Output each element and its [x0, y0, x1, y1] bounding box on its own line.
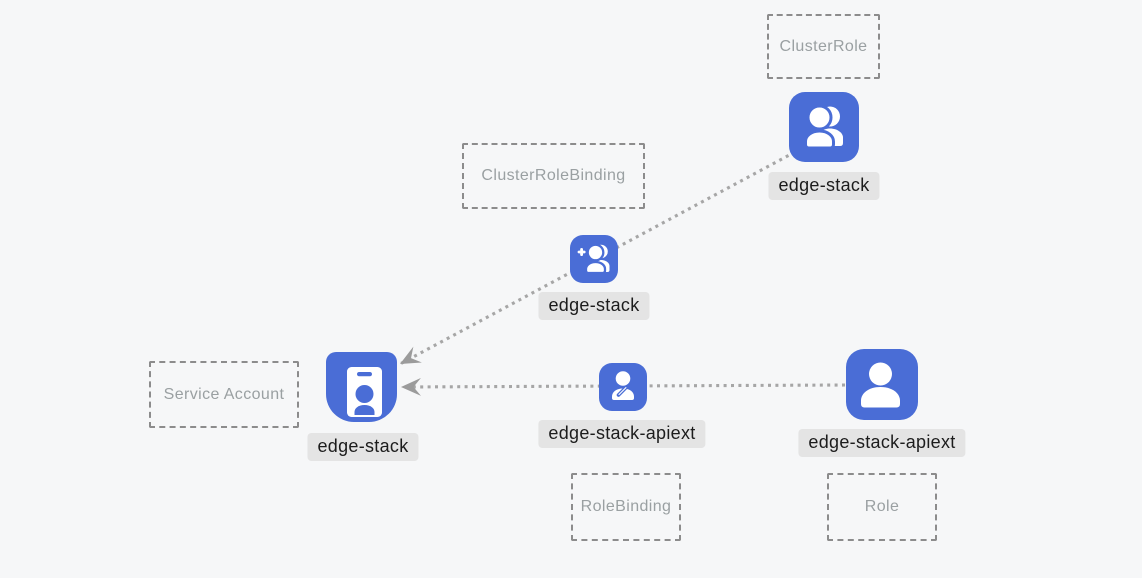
node-label-clusterrole: edge-stack: [768, 172, 880, 200]
node-clusterrolebinding-edge-stack[interactable]: [570, 235, 618, 283]
node-serviceaccount-edge-stack[interactable]: [326, 352, 397, 422]
node-role-edge-stack-apiext[interactable]: [846, 349, 918, 420]
type-box-rolebinding-label: RoleBinding: [580, 498, 672, 515]
type-box-role-label: Role: [864, 498, 900, 515]
user-icon: [861, 362, 900, 408]
type-box-clusterrole: ClusterRole: [767, 14, 880, 79]
node-label-rolebinding: edge-stack-apiext: [538, 420, 706, 448]
type-box-serviceaccount: Service Account: [149, 361, 299, 428]
type-box-rolebinding: RoleBinding: [571, 473, 681, 541]
type-box-role: Role: [827, 473, 937, 541]
node-label-role: edge-stack-apiext: [798, 429, 966, 457]
node-clusterrole-edge-stack[interactable]: [789, 92, 859, 162]
user-plus-icon: [577, 243, 610, 275]
type-box-clusterrolebinding: ClusterRoleBinding: [462, 143, 645, 209]
id-badge-icon: [347, 367, 382, 417]
type-box-serviceaccount-label: Service Account: [163, 385, 285, 403]
node-rolebinding-edge-stack-apiext[interactable]: [599, 363, 647, 411]
user-pen-icon: [612, 371, 634, 400]
node-label-clusterrolebinding: edge-stack: [538, 292, 650, 320]
node-label-serviceaccount: edge-stack: [307, 433, 419, 461]
type-box-clusterrole-label: ClusterRole: [779, 37, 868, 55]
type-box-clusterrolebinding-label: ClusterRoleBinding: [481, 167, 626, 184]
users-icon: [804, 104, 843, 150]
